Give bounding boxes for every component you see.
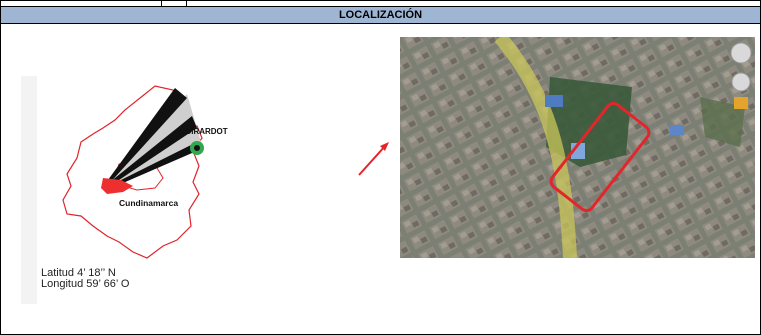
longitude-text: Longitud 59’ 66’ O (41, 278, 130, 290)
pegman-icon[interactable] (734, 97, 748, 109)
cundinamarca-label: Cundinamarca (119, 198, 178, 208)
ray-dark-3 (105, 142, 199, 190)
pointer-arrow (358, 142, 389, 176)
park-area (700, 97, 745, 147)
ray-dark-1 (105, 88, 187, 186)
girardot-marker-center (194, 145, 200, 151)
top-table-strip (1, 1, 760, 7)
colombia-map-svg: GIRARDOT Cundinamarca (62, 85, 228, 259)
main-road (494, 37, 577, 258)
colombia-outline (62, 85, 203, 259)
blue-roof (670, 125, 684, 135)
satellite-map-image (400, 37, 755, 258)
latitude-text: Latitud 4’ 18’’ N (41, 267, 116, 279)
coordinates-text: Latitud 4’ 18’’ N Longitud 59’ 66’ O (41, 268, 129, 290)
blue-roof (545, 95, 563, 107)
column-divider (161, 1, 162, 6)
column-divider (186, 1, 187, 6)
map-canvas: GIRARDOT Cundinamarca (37, 76, 267, 304)
satellite-map-svg (400, 37, 755, 258)
pan-control[interactable] (731, 72, 751, 92)
girardot-highlight (101, 178, 133, 194)
highlight-box (549, 101, 651, 213)
ray-dark-2 (105, 116, 197, 188)
green-area (546, 77, 632, 167)
section-header: LOCALIZACIÓN (1, 7, 760, 24)
girardot-label: GIRARDOT (185, 127, 228, 136)
ray-light (105, 94, 201, 190)
compass-control[interactable] (730, 42, 752, 64)
colombia-map-figure: GIRARDOT Cundinamarca Latitud 4’ 18’’ N … (21, 76, 267, 304)
